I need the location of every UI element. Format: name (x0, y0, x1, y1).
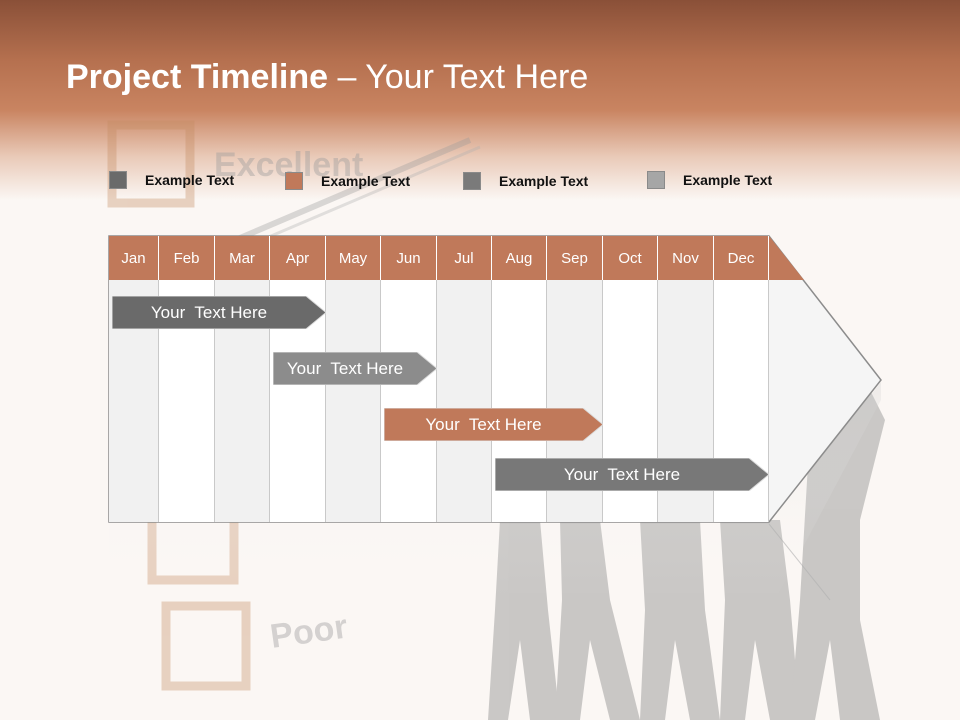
title-rest: – Your Text Here (328, 58, 589, 96)
task-label: Your Text Here (150, 302, 268, 322)
checkbox-bottom-deco (161, 601, 251, 691)
legend-label: Example Text (499, 173, 589, 189)
month-header-mar: Mar (215, 236, 270, 280)
header-band (0, 0, 960, 200)
legend-swatch (285, 172, 303, 190)
legend-item-3: Example Text (463, 172, 588, 190)
legend-label: Example Text (683, 172, 773, 188)
legend-item-1: Example Text (109, 171, 234, 189)
month-header-sep: Sep (547, 236, 603, 280)
month-header-nov: Nov (658, 236, 714, 280)
task-arrow[interactable]: Your Text Here (384, 408, 603, 441)
page-title: Project Timeline – Your Text Here (66, 58, 588, 97)
month-header-dec: Dec (714, 236, 769, 280)
task-arrow[interactable]: Your Text Here (112, 296, 326, 329)
task-label: Your Text Here (425, 414, 542, 434)
month-header-aug: Aug (492, 236, 547, 280)
legend-swatch (463, 172, 481, 190)
title-bold: Project Timeline (66, 58, 329, 96)
word-poor-deco: Poor (268, 608, 350, 656)
month-column (326, 280, 381, 522)
task-arrow-shape (112, 296, 326, 329)
task-arrow[interactable]: Your Text Here (273, 352, 437, 385)
month-header-jan: Jan (109, 236, 159, 280)
task-arrow[interactable]: Your Text Here (495, 458, 769, 491)
month-header-oct: Oct (603, 236, 658, 280)
legend-swatch (647, 171, 665, 189)
task-label: Your Text Here (286, 358, 404, 378)
legend-item-4: Example Text (647, 171, 772, 189)
month-header-jun: Jun (381, 236, 437, 280)
legend-label: Example Text (321, 173, 411, 189)
month-column (381, 280, 437, 522)
month-header-apr: Apr (270, 236, 326, 280)
legend-label: Example Text (145, 172, 235, 188)
task-arrow-shape (384, 408, 603, 441)
checkbox-mid-deco (147, 513, 239, 585)
month-header-may: May (326, 236, 381, 280)
legend-swatch (109, 171, 127, 189)
month-column (437, 280, 492, 522)
legend-item-2: Example Text (285, 172, 410, 190)
task-arrow-shape (273, 352, 437, 385)
month-header-jul: Jul (437, 236, 492, 280)
task-label: Your Text Here (563, 464, 681, 484)
month-header-feb: Feb (159, 236, 215, 280)
task-arrow-shape (495, 458, 769, 491)
